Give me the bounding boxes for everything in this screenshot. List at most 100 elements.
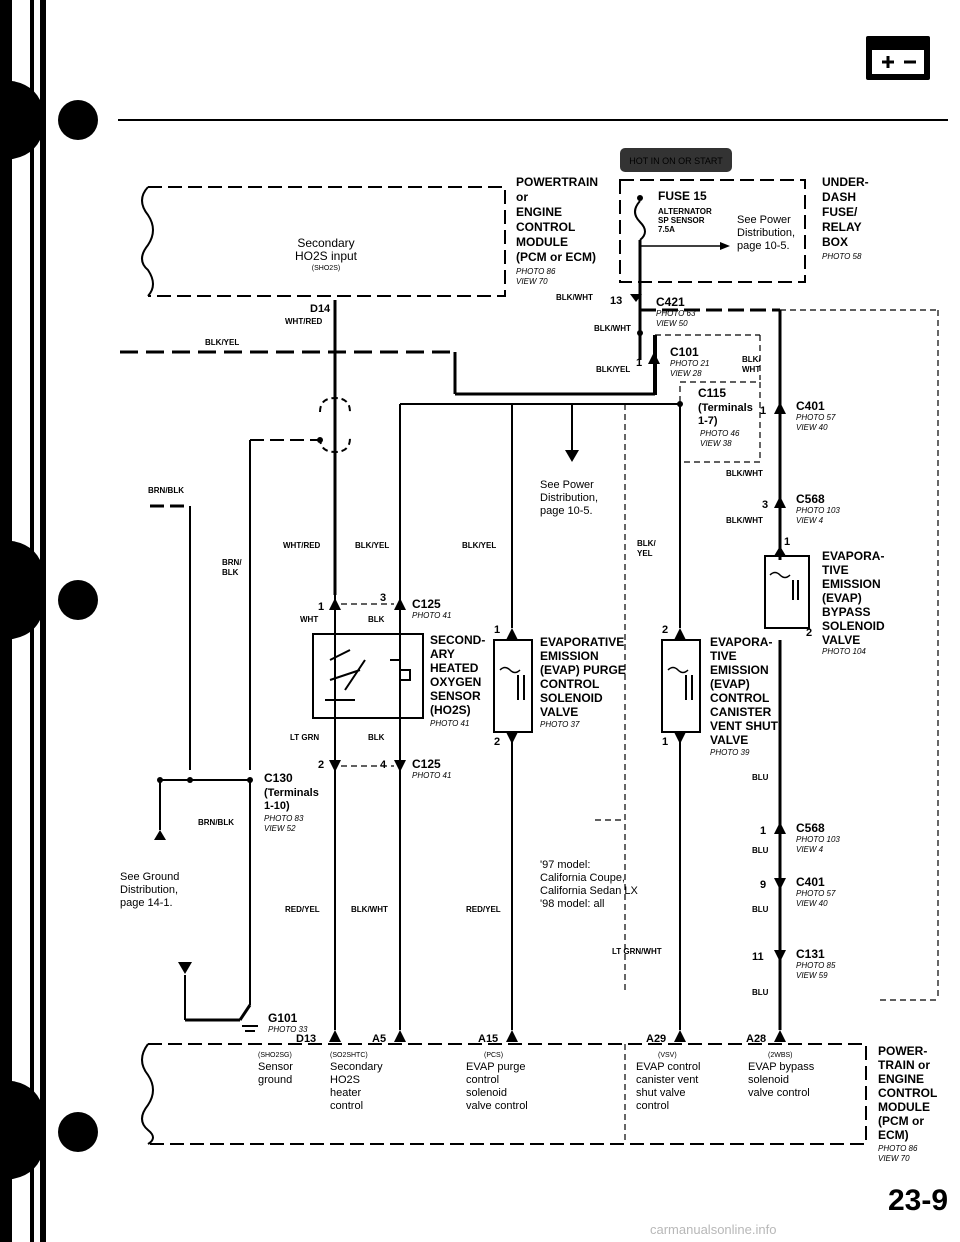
shut-pin1: 1 [662,736,668,748]
c421-photo: PHOTO 63 [656,309,696,318]
group3-code: (VSV) [658,1052,677,1059]
bypass-title-3: (EVAP) [822,591,862,605]
see-ground-0: See Ground [120,871,179,883]
bypass-pin2: 2 [806,627,812,639]
shut-photo: PHOTO 39 [710,748,750,757]
group3-line1: canister vent [636,1074,698,1086]
wire-blk-wht-stack-1: WHT [742,365,760,374]
pcm-bottom-title-2: ENGINE [878,1072,924,1086]
c125a-name: C125 [412,597,441,611]
see-ground-1: Distribution, [120,884,178,896]
pin-a15: A15 [478,1033,498,1045]
wire-blk-yel-3: BLK/YEL [355,541,389,550]
group2-line0: EVAP purge [466,1061,526,1073]
wire-blu-4: BLU [752,988,769,997]
underdash-photo: PHOTO 58 [822,252,862,261]
connector-c115: C115 (Terminals 1-7) PHOTO 46 VIEW 38 [677,386,753,448]
group2-line3: valve control [466,1100,528,1112]
wire-blk-yel-stack-0: BLK/ [637,539,656,548]
c131-photo: PHOTO 85 [796,961,836,970]
pcm-top-photo: PHOTO 86 [516,267,556,276]
c568b-photo: PHOTO 103 [796,835,840,844]
group4-line1: solenoid [748,1074,789,1086]
group2-line2: solenoid [466,1087,507,1099]
pcm-bottom-group-2: (PCS) EVAP purge control solenoid valve … [466,1052,528,1112]
fuse-sub-0: ALTERNATOR [658,207,712,216]
wire-wht-red-2: WHT/RED [283,541,321,550]
wire-blk-wht-3: BLK/WHT [726,469,763,478]
pcm-bottom-title-5: (PCM or [878,1114,924,1128]
wire-brn-blk-stack-0: BRN/ [222,558,242,567]
c568a-photo: PHOTO 103 [796,506,840,515]
group0-line1: ground [258,1074,292,1086]
wire-blk-yel-2: BLK/YEL [596,365,630,374]
group4-line2: valve control [748,1087,810,1099]
pcm-top-title-0: POWERTRAIN [516,175,598,189]
purge-title-4: SOLENOID [540,691,603,705]
ground-g101: G101 PHOTO 33 [268,1011,308,1034]
fuse-sub-2: 7.5A [658,225,675,234]
see-power-2: See Power Distribution, page 10-5. [540,450,598,517]
ho2s-sensor: SECOND- ARY HEATED OXYGEN SENSOR (HO2S) … [312,633,485,728]
pcm-bottom-title-4: MODULE [878,1100,930,1114]
c125b-photo: PHOTO 41 [412,771,451,780]
group1-code: (SO2SHTC) [330,1052,368,1059]
wire-loop-ho2s-branch [319,396,351,454]
wire-blk-1: BLK [368,615,385,624]
pcm-bottom-title-6: ECM) [878,1128,909,1142]
group1-line3: control [330,1100,363,1112]
wire-blk-wht-2: BLK/WHT [594,324,631,333]
c421-view: VIEW 50 [656,319,688,328]
page-number: 23-9 [888,1184,948,1217]
c401a-pin: 1 [760,405,766,417]
underdash-title-1: DASH [822,190,856,204]
ho2s-title-5: (HO2S) [430,703,471,717]
watermark: carmanualsonline.info [650,1222,777,1237]
see-power-1-1: Distribution, [737,227,795,239]
group3-line2: shut valve [636,1087,686,1099]
ho2s-title-2: HEATED [430,661,479,675]
c131-view: VIEW 59 [796,971,828,980]
bypass-title-0: EVAPORA- [822,549,884,563]
pcm-top-input-1: HO2S input [295,249,358,263]
pcm-bottom-title-1: TRAIN or [878,1058,930,1072]
c568b-pin: 1 [760,825,766,837]
c130-terms-0: (Terminals [264,787,319,799]
g101-name: G101 [268,1011,298,1025]
g101-photo: PHOTO 33 [268,1025,308,1034]
bypass-title-6: VALVE [822,633,860,647]
bypass-title-1: TIVE [822,563,849,577]
connector-c568b: 1 C568 PHOTO 103 VIEW 4 [760,821,840,854]
battery-icon [866,36,930,80]
shut-title-0: EVAPORA- [710,635,772,649]
wire-blk-yel-stack-1: YEL [637,549,653,558]
wire-blk-wht-1: BLK/WHT [556,293,593,302]
c130-photo: PHOTO 83 [264,814,304,823]
pcm-bottom-group-3: (VSV) EVAP control canister vent shut va… [636,1052,700,1112]
pin-a28: A28 [746,1033,766,1045]
pcm-top-input-0: Secondary [297,236,354,250]
connector-c131: 11 C131 PHOTO 85 VIEW 59 [752,947,836,980]
shut-title-2: EMISSION [710,663,769,677]
wire-blk-wht-4: BLK/WHT [726,516,763,525]
group4-line0: EVAP bypass [748,1061,815,1073]
c101-pin: 1 [636,357,642,369]
wire-blu-2: BLU [752,846,769,855]
wire-blk-wht-stack-0: BLK/ [742,355,761,364]
pcm-bottom-group-1: (SO2SHTC) Secondary HO2S heater control [330,1052,383,1112]
pcm-bottom-box [141,1043,867,1145]
fuse-15-label: FUSE 15 [658,189,707,203]
c568a-view: VIEW 4 [796,516,824,525]
model-note: '97 model: California Coupe, California … [540,819,639,910]
see-power-2-0: See Power [540,479,594,491]
see-power-1-2: page 10-5. [737,240,790,252]
c125b-pin2: 2 [318,759,324,771]
wire-blk-yel-1: BLK/YEL [205,338,239,347]
group3-line0: EVAP control [636,1061,700,1073]
bypass-pin1: 1 [784,536,790,548]
purge-pin2: 2 [494,736,500,748]
group2-line1: control [466,1074,499,1086]
bypass-title-4: BYPASS [822,605,870,619]
evap-canister-vent-shut-valve: 2 1 EVAPORA- TIVE EMISSION (EVAP) CONTRO… [661,624,779,757]
